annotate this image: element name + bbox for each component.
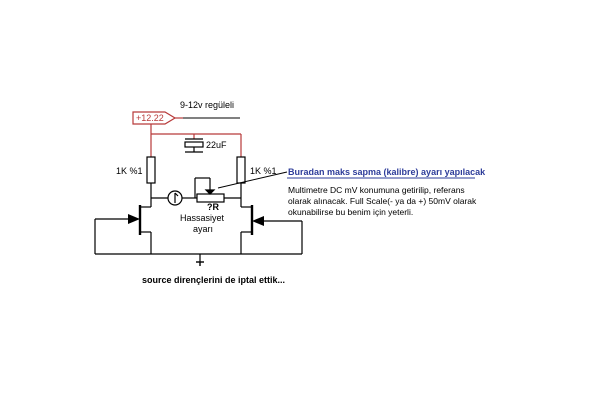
resistor-right — [236, 156, 246, 184]
calibration-note: Buradan maks sapma (kalibre) ayarı yapıl… — [288, 167, 486, 177]
meter-note: Multimetre DC mV konumuna getirilip, ref… — [288, 185, 477, 217]
circuit-wires — [94, 171, 303, 262]
footer-note: source dirençlerini de iptal ettik... — [142, 275, 285, 285]
sensitivity-label-line2: ayarı — [193, 224, 213, 234]
resistor-left-label: 1K %1 — [116, 166, 143, 176]
capacitor-label: 22uF — [206, 140, 227, 150]
potentiometer — [196, 189, 225, 203]
resistor-right-label: 1K %1 — [250, 166, 277, 176]
supply-note: 9-12v regüleli — [180, 100, 234, 110]
right-gate-arrow — [252, 216, 264, 226]
capacitor-icon — [184, 138, 204, 153]
meter-icon — [167, 190, 183, 206]
supply-rail — [132, 111, 242, 157]
pot-label: ?R — [207, 202, 219, 212]
supply-tag-shape — [132, 111, 177, 125]
left-gate-arrow — [128, 214, 140, 224]
meter-note-line: okunabilirse bu benim için yeterli. — [288, 207, 413, 217]
supply-tag: +12.22 — [136, 113, 164, 123]
sensitivity-label-line1: Hassasiyet — [180, 213, 225, 223]
ground-icon — [196, 261, 204, 266]
meter-note-line: olarak alınacak. Full Scale(- ya da +) 5… — [288, 196, 477, 206]
meter-note-line: Multimetre DC mV konumuna getirilip, ref… — [288, 185, 465, 195]
resistor-left — [146, 156, 156, 184]
